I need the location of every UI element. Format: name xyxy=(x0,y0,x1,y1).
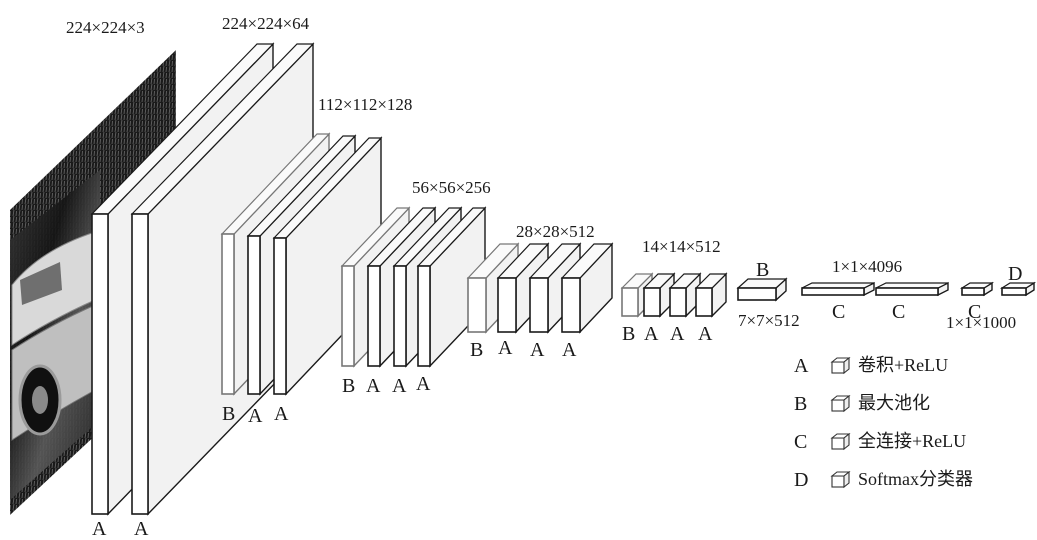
fc3-bar xyxy=(962,283,992,295)
legend-item-d: D Softmax分类器 xyxy=(794,469,973,491)
dim-label-input: 224×224×3 xyxy=(66,18,145,37)
letter-fc1: C xyxy=(832,301,845,323)
dim-label-fc: 1×1×4096 xyxy=(832,257,902,276)
letter-conv1-1: A xyxy=(92,518,107,540)
cube-icon xyxy=(832,472,849,487)
legend-key: A xyxy=(794,355,809,377)
letter-pool3: B xyxy=(470,339,483,361)
legend-item-a: A 卷积+ReLU xyxy=(794,355,948,377)
legend: A 卷积+ReLU B 最大池化 C 全连接+ReLU D Softmax分类器 xyxy=(794,355,973,491)
letter-conv2-2: A xyxy=(274,403,289,425)
letter-conv1-2: A xyxy=(134,518,149,540)
letter-conv2-1: A xyxy=(248,405,263,427)
legend-key: D xyxy=(794,469,808,491)
cube-icon xyxy=(832,434,849,449)
dim-label-block2: 112×112×128 xyxy=(318,95,412,114)
letter-pool2: B xyxy=(342,375,355,397)
cube-icon xyxy=(832,358,849,373)
letter-conv5-2: A xyxy=(670,323,685,345)
letter-conv3-3: A xyxy=(416,373,431,395)
fc2-bar xyxy=(876,283,948,295)
dim-label-pool5: 7×7×512 xyxy=(738,311,800,330)
letter-conv5-3: A xyxy=(698,323,713,345)
dim-label-block1: 224×224×64 xyxy=(222,14,310,33)
legend-text: 最大池化 xyxy=(858,393,930,413)
letter-conv5-1: A xyxy=(644,323,659,345)
dim-label-block4: 28×28×512 xyxy=(516,222,595,241)
letter-pool1: B xyxy=(222,403,235,425)
legend-item-c: C 全连接+ReLU xyxy=(794,431,966,453)
letter-conv4-3: A xyxy=(562,339,577,361)
legend-text: 卷积+ReLU xyxy=(858,355,948,375)
fc1-bar xyxy=(802,283,874,295)
letter-conv3-1: A xyxy=(366,375,381,397)
dim-label-block3: 56×56×256 xyxy=(412,178,491,197)
letter-fc2: C xyxy=(892,301,905,323)
letter-conv3-2: A xyxy=(392,375,407,397)
letter-pool4: B xyxy=(622,323,635,345)
letter-conv4-2: A xyxy=(530,339,545,361)
letter-pool5: B xyxy=(756,259,769,281)
legend-item-b: B 最大池化 xyxy=(794,393,930,415)
legend-text: 全连接+ReLU xyxy=(858,431,966,451)
legend-key: B xyxy=(794,393,807,415)
legend-key: C xyxy=(794,431,807,453)
cube-icon xyxy=(832,396,849,411)
letter-softmax: D xyxy=(1008,263,1022,285)
letter-conv4-1: A xyxy=(498,337,513,359)
legend-text: Softmax分类器 xyxy=(858,469,973,489)
dim-label-block5: 14×14×512 xyxy=(642,237,721,256)
letter-fc3: C xyxy=(968,301,981,323)
pool5-slab xyxy=(738,279,786,300)
